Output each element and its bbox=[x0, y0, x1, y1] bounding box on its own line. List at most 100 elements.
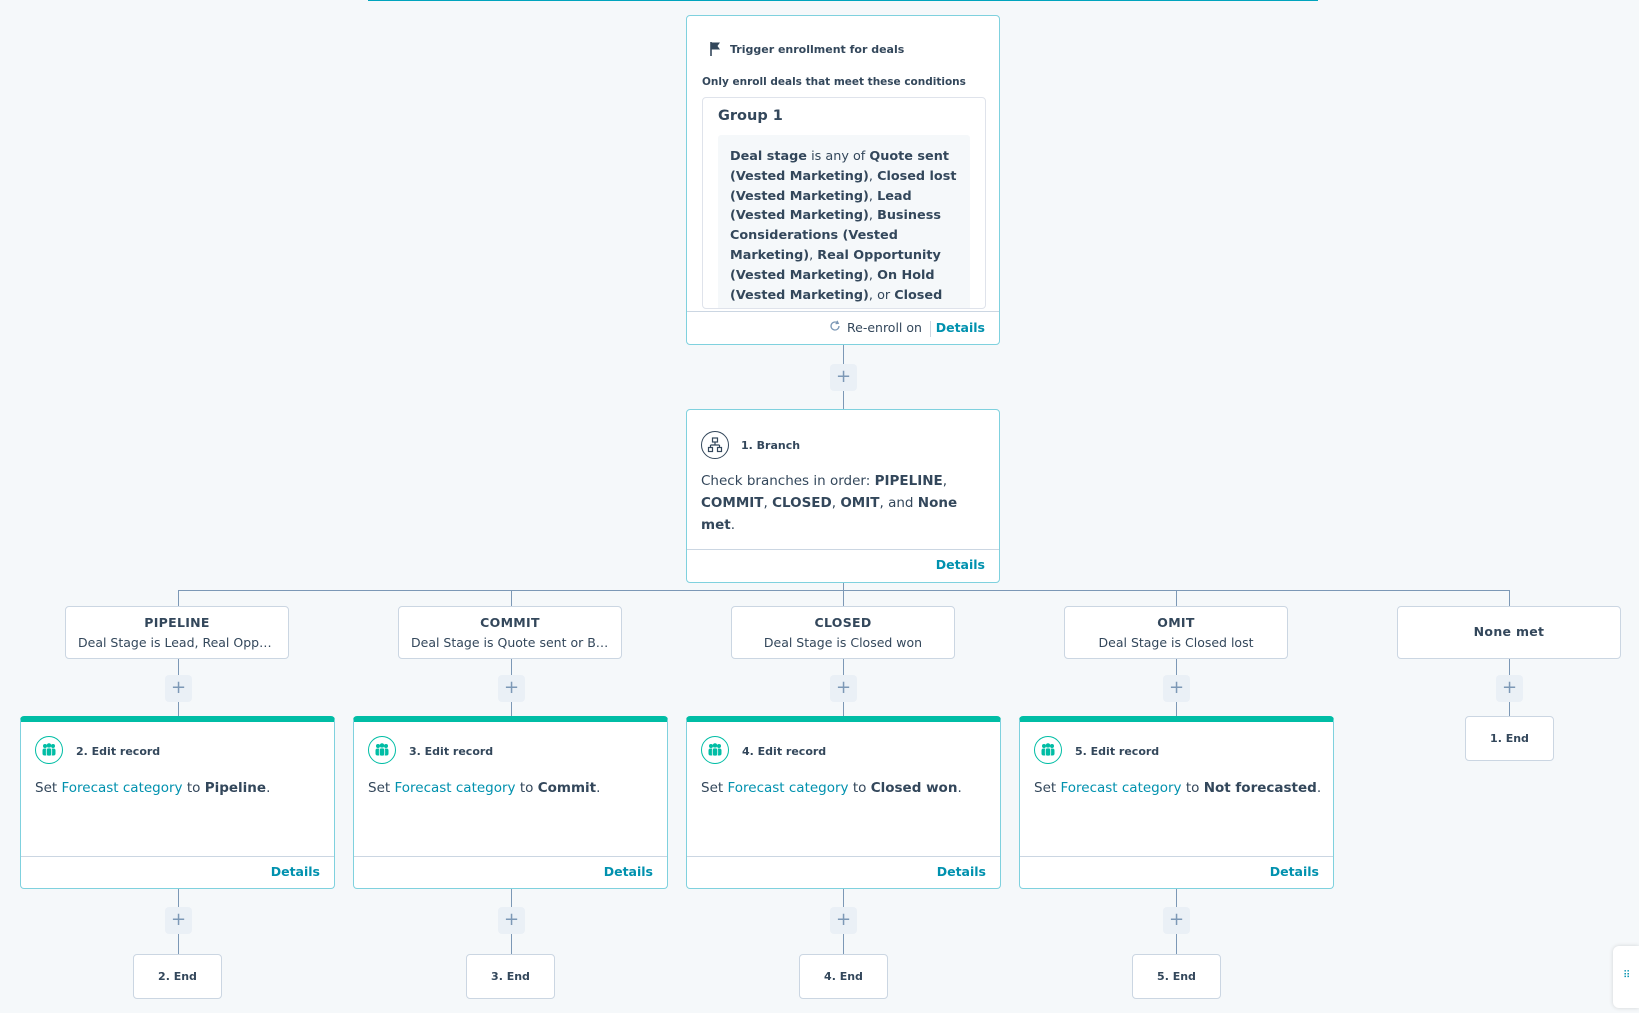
action-set: Set bbox=[368, 780, 391, 796]
connector-line bbox=[1509, 590, 1510, 606]
condition-or: or bbox=[877, 287, 891, 303]
reenroll-label: Re-enroll on bbox=[847, 320, 922, 335]
branch-name: OMIT bbox=[840, 495, 880, 511]
divider bbox=[354, 856, 667, 857]
branch-label-name: OMIT bbox=[1157, 615, 1195, 630]
group-title: Group 1 bbox=[718, 108, 783, 124]
condition-op: is any of bbox=[811, 149, 866, 164]
branch-name: COMMIT bbox=[701, 495, 764, 511]
edit-record-icon bbox=[368, 736, 396, 764]
add-action-button[interactable]: + bbox=[830, 907, 857, 934]
edit-record-card[interactable]: 3. Edit record Set Forecast category to … bbox=[353, 716, 668, 889]
add-action-button[interactable]: + bbox=[498, 675, 525, 702]
connector-line bbox=[843, 590, 844, 606]
branch-label-name: COMMIT bbox=[480, 615, 540, 630]
property-link[interactable]: Forecast category bbox=[1060, 780, 1182, 796]
condition-group: Group 1 Deal stage is any of Quote sent … bbox=[702, 97, 986, 309]
add-action-button[interactable]: + bbox=[165, 907, 192, 934]
connector-line bbox=[511, 590, 512, 606]
add-action-button[interactable]: + bbox=[1496, 675, 1523, 702]
action-details-button[interactable]: Details bbox=[1269, 864, 1319, 879]
condition-text: Deal stage is any of Quote sent (Vested … bbox=[718, 135, 970, 308]
action-body: Set Forecast category to Not forecasted. bbox=[1034, 780, 1322, 796]
action-details-button[interactable]: Details bbox=[270, 864, 320, 879]
action-to: to bbox=[1185, 780, 1200, 796]
branch-card[interactable]: 1. Branch Check branches in order: PIPEL… bbox=[686, 409, 1000, 583]
panel-handle[interactable]: ⠿ bbox=[1613, 946, 1639, 1008]
condition-value: On Hold (Vested Marketing) bbox=[730, 267, 935, 303]
edit-record-card[interactable]: 2. Edit record Set Forecast category to … bbox=[20, 716, 335, 889]
connector-line bbox=[178, 590, 179, 606]
branch-label-omit[interactable]: OMIT Deal Stage is Closed lost bbox=[1064, 606, 1288, 659]
action-body: Set Forecast category to Pipeline. bbox=[35, 780, 271, 796]
end-node[interactable]: 2. End bbox=[133, 954, 222, 999]
connector-line bbox=[1176, 590, 1177, 606]
branch-label-desc: Deal Stage is Closed won bbox=[763, 635, 923, 650]
property-link[interactable]: Forecast category bbox=[727, 780, 849, 796]
branch-name: PIPELINE bbox=[874, 473, 943, 489]
condition-value: Lead (Vested Marketing) bbox=[730, 188, 912, 224]
add-action-button[interactable]: + bbox=[498, 907, 525, 934]
branch-title: 1. Branch bbox=[741, 439, 801, 452]
connector-line bbox=[843, 583, 844, 590]
trigger-details-button[interactable]: Details bbox=[935, 320, 985, 335]
branch-icon bbox=[701, 431, 729, 459]
divider bbox=[687, 856, 1000, 857]
divider bbox=[21, 856, 334, 857]
action-to: to bbox=[852, 780, 867, 796]
action-title: 3. Edit record bbox=[409, 745, 494, 758]
divider bbox=[687, 549, 999, 550]
condition-value: Closed lost (Vested Marketing) bbox=[730, 168, 957, 204]
branch-details-button[interactable]: Details bbox=[935, 557, 985, 572]
action-set: Set bbox=[701, 780, 724, 796]
add-action-button[interactable]: + bbox=[830, 364, 857, 391]
branch-text-prefix: Check branches in order: bbox=[701, 473, 871, 489]
trigger-subtitle: Only enroll deals that meet these condit… bbox=[702, 76, 966, 88]
branch-label-pipeline[interactable]: PIPELINE Deal Stage is Lead, Real Opport… bbox=[65, 606, 289, 659]
end-node[interactable]: 3. End bbox=[466, 954, 555, 999]
refresh-icon bbox=[829, 320, 841, 335]
branch-and: and bbox=[888, 495, 914, 511]
branch-name: None met bbox=[701, 495, 958, 533]
divider bbox=[1020, 856, 1333, 857]
action-set: Set bbox=[35, 780, 58, 796]
trigger-card[interactable]: Trigger enrollment for deals Only enroll… bbox=[686, 15, 1000, 345]
end-node[interactable]: 5. End bbox=[1132, 954, 1221, 999]
edit-record-card[interactable]: 5. Edit record Set Forecast category to … bbox=[1019, 716, 1334, 889]
edit-record-icon bbox=[701, 736, 729, 764]
property-link[interactable]: Forecast category bbox=[61, 780, 183, 796]
connector-line bbox=[178, 590, 1510, 591]
property-value: Closed won bbox=[870, 780, 958, 796]
reenroll-toggle[interactable]: Re-enroll on bbox=[829, 320, 922, 335]
branch-label-name: PIPELINE bbox=[144, 615, 210, 630]
end-node[interactable]: 1. End bbox=[1465, 716, 1554, 761]
branch-label-name: CLOSED bbox=[814, 615, 872, 630]
action-details-button[interactable]: Details bbox=[936, 864, 986, 879]
divider bbox=[930, 321, 931, 337]
edit-record-icon bbox=[1034, 736, 1062, 764]
property-value: Commit bbox=[537, 780, 597, 796]
action-body: Set Forecast category to Commit. bbox=[368, 780, 601, 796]
branch-text: Check branches in order: PIPELINE, COMMI… bbox=[701, 473, 958, 533]
grip-icon: ⠿ bbox=[1623, 970, 1631, 981]
action-set: Set bbox=[1034, 780, 1057, 796]
end-node[interactable]: 4. End bbox=[799, 954, 888, 999]
add-action-button[interactable]: + bbox=[165, 675, 192, 702]
property-link[interactable]: Forecast category bbox=[394, 780, 516, 796]
edit-record-card[interactable]: 4. Edit record Set Forecast category to … bbox=[686, 716, 1001, 889]
property-value: Pipeline bbox=[204, 780, 267, 796]
condition-value: Quote sent (Vested Marketing) bbox=[730, 149, 949, 184]
action-details-button[interactable]: Details bbox=[603, 864, 653, 879]
branch-label-none-met[interactable]: None met bbox=[1397, 606, 1621, 659]
branch-label-commit[interactable]: COMMIT Deal Stage is Quote sent or Busin… bbox=[398, 606, 622, 659]
condition-value: Business Considerations (Vested Marketin… bbox=[730, 208, 941, 263]
add-action-button[interactable]: + bbox=[1163, 907, 1190, 934]
action-title: 2. Edit record bbox=[76, 745, 161, 758]
branch-name: CLOSED bbox=[772, 495, 832, 511]
branch-label-closed[interactable]: CLOSED Deal Stage is Closed won bbox=[731, 606, 955, 659]
action-to: to bbox=[519, 780, 534, 796]
add-action-button[interactable]: + bbox=[1163, 675, 1190, 702]
property-value: Not forecasted bbox=[1203, 780, 1317, 796]
action-body: Set Forecast category to Closed won. bbox=[701, 780, 962, 796]
add-action-button[interactable]: + bbox=[830, 675, 857, 702]
